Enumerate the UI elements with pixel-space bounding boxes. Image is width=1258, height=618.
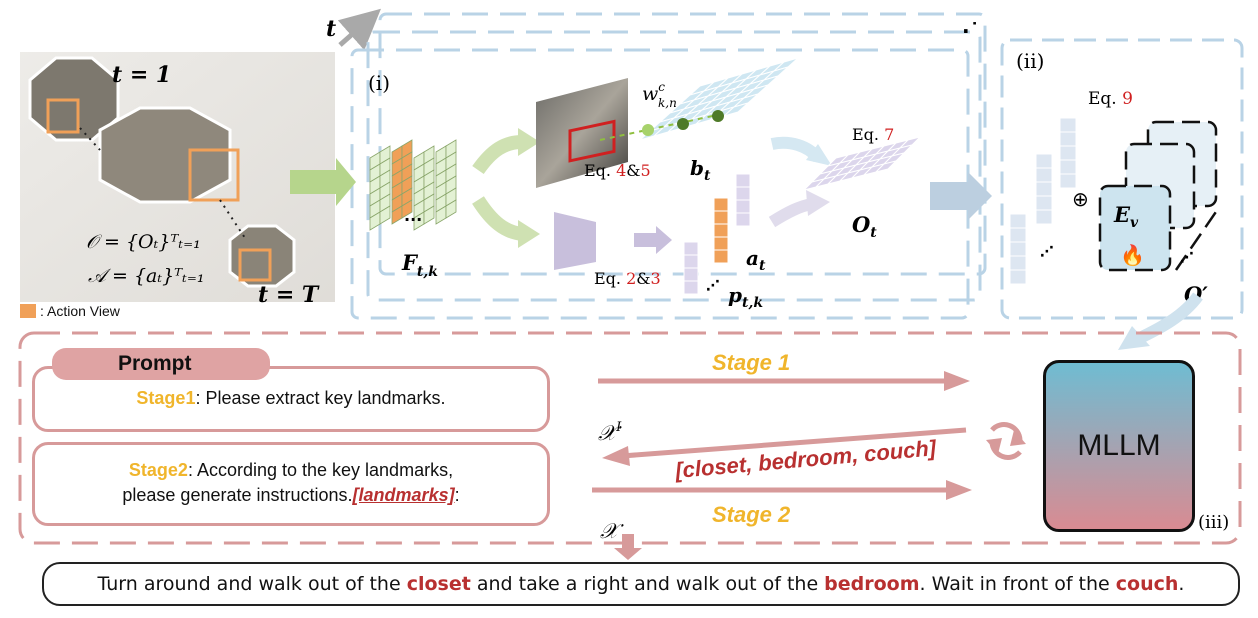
output-down-arrow-head xyxy=(614,548,642,560)
action-pose-columns xyxy=(683,173,751,295)
instruction-part-4: . xyxy=(1178,573,1185,595)
sample-point-2 xyxy=(677,118,689,130)
landmark-bedroom: bedroom xyxy=(824,573,920,595)
stage2-instruction-line2: please generate instructions. xyxy=(122,485,353,505)
token-ellipsis: ⋰ xyxy=(1040,244,1054,260)
t-last-label: t = T xyxy=(258,282,320,308)
action-set-label: 𝒜 = {aₜ}ᵀₜ₌₁ xyxy=(88,265,204,287)
legend-text: : Action View xyxy=(40,303,120,319)
panel-i-label: (i) xyxy=(368,71,390,95)
stage2-keyword: Stage2 xyxy=(128,460,188,480)
projection-line xyxy=(599,113,723,141)
module-i-to-ii-arrow xyxy=(930,172,992,220)
panel-ii-label: (ii) xyxy=(1016,49,1044,73)
stage2-prompt-box: Stage2: According to the key landmarks, … xyxy=(32,442,550,526)
concat-symbol: ⊕ xyxy=(1072,187,1089,211)
vision-encoder-stack xyxy=(1098,120,1218,272)
instruction-part-3: . Wait in front of the xyxy=(919,573,1116,595)
landmark-couch: couch xyxy=(1115,573,1179,595)
feature-stack-1 xyxy=(369,145,391,231)
token-column-2 xyxy=(1035,153,1053,225)
observation-set-label: 𝒪 = {Oₜ}ᵀₜ₌₁ xyxy=(86,231,201,253)
feature-ellipsis: ··· xyxy=(404,210,422,229)
pose-label: pt,k xyxy=(728,283,763,311)
action-view-frame-2 xyxy=(188,148,240,202)
final-output-label: 𝒳 xyxy=(600,519,624,543)
column-ellipsis: ⋰ xyxy=(706,278,720,294)
feature-stack-2 xyxy=(391,139,413,225)
stage2-instruction-line1: : According to the key landmarks, xyxy=(187,460,454,480)
stage-2-label: Stage 2 xyxy=(712,502,791,527)
landmarks-return-arrow xyxy=(621,427,967,459)
feature-to-pose-arrow xyxy=(472,196,524,241)
panel-iii-frame xyxy=(18,331,1242,545)
fire-icon: 🔥 xyxy=(1120,243,1145,267)
action-view-frame-1 xyxy=(46,98,80,134)
stage1-keyword: Stage1 xyxy=(136,388,196,408)
encoder-stack-edge xyxy=(1174,205,1222,271)
eq-7-label: Eq. 7 xyxy=(852,125,894,144)
output-grid xyxy=(802,136,922,191)
stage1-prompt-text: Stage1: Please extract key landmarks. xyxy=(35,388,547,409)
output-down-arrow-stem xyxy=(622,534,634,550)
bev-label: bt xyxy=(690,156,711,184)
eq-9-label: Eq. 9 xyxy=(1088,89,1133,109)
pose-encoder-arrow xyxy=(634,226,672,254)
feature-label: Ft,k xyxy=(401,250,438,280)
module-ii-to-mllm-arrow xyxy=(1137,292,1203,344)
encoder-ellipsis: ⋰ xyxy=(1180,250,1194,266)
mllm-label: MLLM xyxy=(1077,429,1161,462)
stage2-prompt-text: Stage2: According to the key landmarks, … xyxy=(35,458,547,508)
action-view-legend: : Action View xyxy=(20,303,120,319)
feature-to-image-arrow xyxy=(472,135,523,175)
time-axis-label: t xyxy=(326,16,336,42)
action-column xyxy=(713,197,729,264)
input-panorama-collage xyxy=(20,52,335,302)
prompt-title: Prompt xyxy=(118,352,192,375)
encoder-label: Ev xyxy=(1113,202,1139,231)
pose-column-2 xyxy=(735,173,751,227)
action-to-output-arrow xyxy=(768,198,814,228)
landmark-closet: closet xyxy=(406,573,471,595)
stack-dots: ·˙ xyxy=(962,19,980,43)
eq-2-3-label: Eq. 2&3 xyxy=(594,269,661,288)
feature-stack-3 xyxy=(413,145,435,231)
time-axis-arrow xyxy=(337,8,381,51)
instruction-part-2: and take a right and walk out of the xyxy=(470,573,825,595)
token-column-3 xyxy=(1059,117,1077,189)
stage1-instruction: : Please extract key landmarks. xyxy=(195,388,446,408)
pose-encoder-block xyxy=(554,212,596,270)
prompt-title-tab: Prompt xyxy=(52,348,270,380)
action-label: at xyxy=(746,246,766,274)
generated-instruction-box: Turn around and walk out of the closet a… xyxy=(42,562,1240,606)
input-to-module-arrow xyxy=(290,158,356,206)
action-view-frame-3 xyxy=(238,248,272,282)
stage2-colon: : xyxy=(454,485,460,505)
pose-column-1 xyxy=(683,241,699,295)
stage-1-label: Stage 1 xyxy=(712,350,790,375)
feature-stack-4 xyxy=(435,139,457,225)
mllm-block: MLLM xyxy=(1043,360,1195,532)
landmarks-placeholder: [landmarks] xyxy=(352,485,455,505)
intermediate-output-label: 𝒳I xyxy=(598,420,622,445)
eq-4-5-label: Eq. 4&5 xyxy=(584,161,651,180)
output-label: Ot xyxy=(852,212,877,241)
instruction-part-1: Turn around and walk out of the xyxy=(97,573,407,595)
sample-point-3 xyxy=(712,110,724,122)
panel-ii-frame xyxy=(1000,38,1244,320)
sample-point-1 xyxy=(642,124,654,136)
token-column-1 xyxy=(1009,213,1027,285)
panel-iii-label: (iii) xyxy=(1198,512,1229,533)
token-columns xyxy=(1009,117,1077,285)
feature-stacks xyxy=(369,139,457,231)
action-view-swatch xyxy=(20,304,36,318)
t-first-label: t = 1 xyxy=(112,62,171,88)
